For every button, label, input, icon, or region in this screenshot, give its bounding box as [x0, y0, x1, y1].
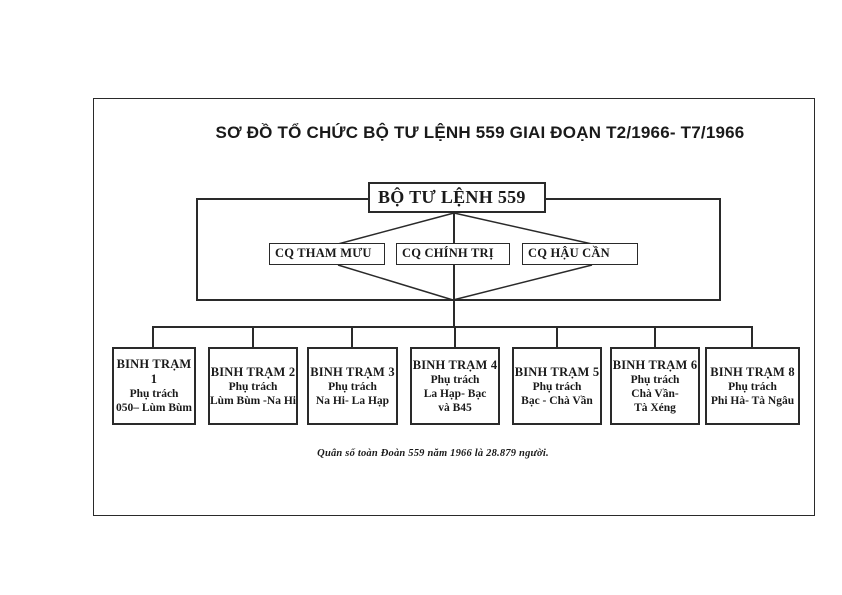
station-line: Phụ trách [328, 380, 377, 393]
station-line: Lùm Bùm -Na Hi [210, 394, 296, 407]
station-title: BINH TRẠM 2 [210, 364, 296, 379]
station-title: BINH TRẠM 5 [514, 364, 600, 379]
dept-label: CQ THAM MƯU [275, 246, 372, 260]
station-line: La Hạp- Bạc [423, 387, 487, 400]
station-line: Tà Xéng [634, 401, 676, 414]
diagonal-root-to-left-dept [337, 212, 455, 245]
dept-node-chinh-tri: CQ CHÍNH TRỊ [396, 243, 510, 265]
station-line: Phụ trách [129, 388, 179, 400]
station-node-binh-tram-4: BINH TRẠM 4 Phụ trách La Hạp- Bạc và B45 [410, 347, 500, 425]
station-line: Chà Vần- [631, 387, 679, 400]
station-title: BINH TRẠM 4 [412, 357, 498, 372]
station-line: 050– Lùm Bùm [115, 402, 193, 414]
station-title: BINH TRẠM 1 [116, 357, 192, 386]
station-line: Phụ trách [228, 380, 278, 393]
station-line: và B45 [438, 401, 472, 414]
station-node-binh-tram-6: BINH TRẠM 6 Phụ trách Chà Vần- Tà Xéng [610, 347, 700, 425]
station-title: BINH TRẠM 8 [710, 364, 795, 379]
diagonal-left-dept-to-bottom [337, 264, 454, 301]
station-node-binh-tram-3: BINH TRẠM 3 Phụ trách Na Hi- La Hạp [307, 347, 398, 425]
dept-label: CQ HẬU CẦN [528, 246, 610, 260]
dept-label: CQ CHÍNH TRỊ [402, 246, 494, 260]
diagonal-right-dept-to-bottom [452, 264, 593, 301]
station-node-binh-tram-8: BINH TRẠM 8 Phụ trách Phi Hà- Tà Ngâu [705, 347, 800, 425]
station-node-binh-tram-2: BINH TRẠM 2 Phụ trách Lùm Bùm -Na Hi [208, 347, 298, 425]
station-title: BINH TRẠM 3 [310, 364, 395, 379]
station-node-binh-tram-1: BINH TRẠM 1 Phụ trách 050– Lùm Bùm [112, 347, 196, 425]
station-line: Phi Hà- Tà Ngâu [710, 394, 795, 407]
root-node-label: BỘ TƯ LỆNH 559 [378, 187, 526, 207]
diagonal-root-to-right-dept [453, 212, 593, 245]
station-line: Bạc - Chà Vần [521, 394, 593, 407]
root-node-bo-tu-lenh-559: BỘ TƯ LỆNH 559 [368, 182, 546, 213]
chart-title: SƠ ĐỒ TỔ CHỨC BỘ TƯ LỆNH 559 GIAI ĐOẠN T… [215, 123, 745, 142]
page-border [93, 98, 815, 516]
station-line: Phụ trách [728, 380, 777, 393]
station-line: Phụ trách [430, 373, 480, 386]
dept-node-tham-muu: CQ THAM MƯU [269, 243, 385, 265]
station-line: Phụ trách [630, 373, 680, 386]
station-line: Na Hi- La Hạp [315, 394, 390, 407]
station-node-binh-tram-5: BINH TRẠM 5 Phụ trách Bạc - Chà Vần [512, 347, 602, 425]
dept-node-hau-can: CQ HẬU CẦN [522, 243, 638, 265]
footnote-troop-strength: Quân số toàn Đoàn 559 năm 1966 là 28.879… [317, 448, 549, 459]
station-title: BINH TRẠM 6 [612, 357, 698, 372]
station-line: Phụ trách [532, 380, 582, 393]
